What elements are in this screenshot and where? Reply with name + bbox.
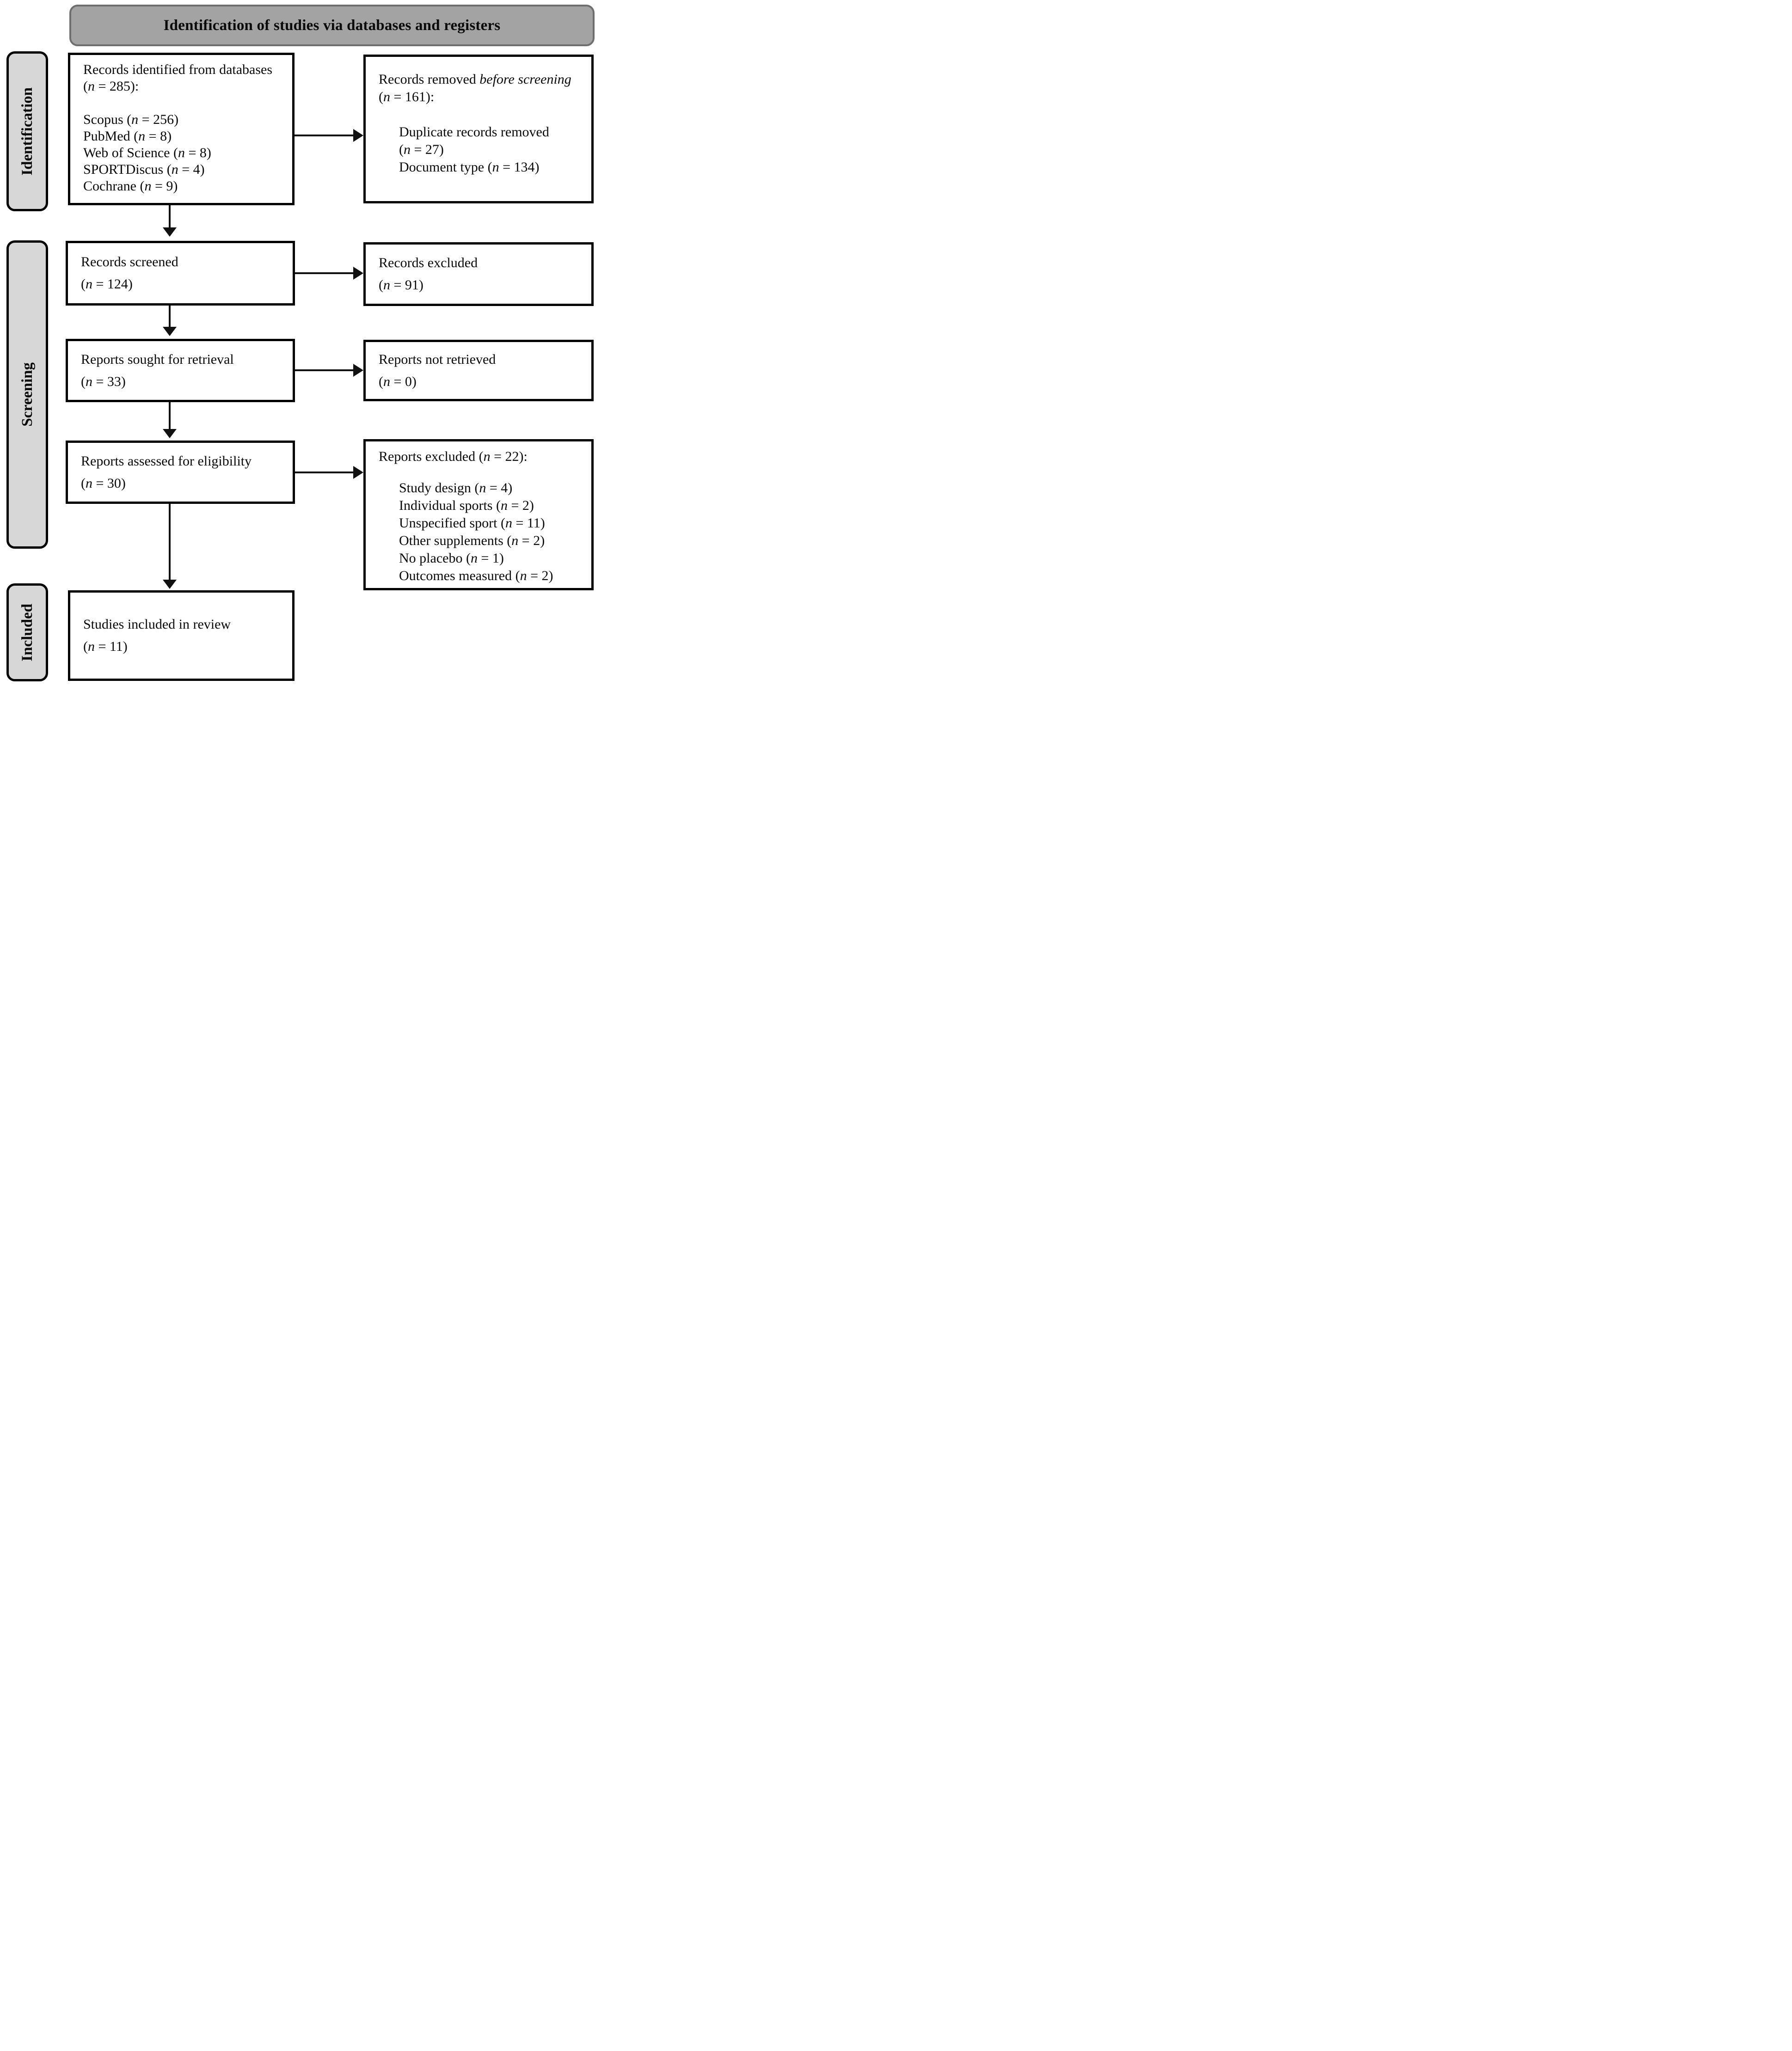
text-line: Records screened: [81, 254, 178, 269]
text-line: Records removed before screening: [379, 72, 571, 87]
text-line: Reports assessed for eligibility: [81, 453, 252, 469]
text-line: Studies included in review: [83, 617, 231, 632]
text-line: Cochrane (n = 9): [83, 178, 178, 194]
text-line: PubMed (n = 8): [83, 129, 172, 144]
arrow-down-head-icon: [163, 429, 177, 438]
text-line: Records identified from databases: [83, 62, 273, 77]
arrow-shaft: [169, 205, 171, 229]
arrow-right-head-icon: [353, 364, 363, 377]
text-line: Individual sports (n = 2): [399, 498, 534, 513]
box-records-excluded: Records excluded (n = 91): [363, 242, 594, 306]
stage-label-text: Included: [18, 603, 36, 661]
arrow-right-head-icon: [353, 129, 363, 142]
text-line: Unspecified sport (n = 11): [399, 515, 545, 531]
arrow-down-head-icon: [163, 227, 177, 237]
arrow-down-head-icon: [163, 327, 177, 336]
text-line: Study design (n = 4): [399, 480, 513, 496]
text-line: (n = 33): [81, 373, 126, 389]
text-line: No placebo (n = 1): [399, 551, 504, 566]
box-records-removed-before-screening: Records removed before screening (n = 161…: [363, 55, 594, 203]
text-line: Duplicate records removed: [399, 124, 549, 140]
arrow-right-head-icon: [353, 466, 363, 479]
arrow-screened-to-excluded: [295, 267, 363, 280]
arrow-shaft: [169, 306, 171, 329]
arrow-identified-to-screened: [163, 205, 177, 237]
text-line: Reports sought for retrieval: [81, 351, 234, 367]
box-reports-sought-for-retrieval: Reports sought for retrieval (n = 33): [66, 339, 295, 402]
text-line: (n = 27): [399, 142, 444, 157]
text-line: (n = 124): [81, 276, 133, 292]
arrow-shaft: [295, 471, 355, 473]
arrow-right-head-icon: [353, 267, 363, 280]
stage-label-text: Screening: [18, 362, 36, 427]
text-line: (n = 91): [379, 277, 423, 293]
arrow-assessed-to-included: [163, 504, 177, 589]
text-line: (n = 285):: [83, 79, 139, 94]
text-line: Records excluded: [379, 255, 478, 270]
box-reports-assessed-for-eligibility: Reports assessed for eligibility (n = 30): [66, 441, 295, 504]
arrow-assessed-to-excluded-reasons: [295, 466, 363, 479]
box-records-screened: Records screened (n = 124): [66, 241, 295, 306]
box-reports-not-retrieved: Reports not retrieved (n = 0): [363, 340, 594, 401]
arrow-identified-to-removed: [295, 129, 363, 142]
stage-label-identification: Identification: [6, 51, 48, 211]
text-line: Reports not retrieved: [379, 351, 496, 367]
arrow-sought-to-not-retrieved: [295, 364, 363, 377]
prisma-flow-diagram: Identification of studies via databases …: [0, 0, 597, 684]
text-line: Web of Science (n = 8): [83, 145, 211, 160]
diagram-title: Identification of studies via databases …: [163, 17, 501, 34]
arrow-shaft: [295, 272, 355, 274]
arrow-shaft: [295, 369, 355, 371]
text-line: (n = 11): [83, 639, 128, 654]
stage-label-text: Identification: [18, 87, 36, 176]
text-line: [379, 106, 587, 123]
arrow-shaft: [169, 504, 171, 582]
stage-label-included: Included: [6, 583, 48, 681]
box-studies-included-in-review: Studies included in review (n = 11): [68, 590, 295, 681]
box-records-identified: Records identified from databases (n = 28…: [68, 53, 295, 205]
text-line: Reports excluded (n = 22):: [379, 449, 528, 464]
arrow-screened-to-sought: [163, 306, 177, 336]
text-line: SPORTDiscus (n = 4): [83, 162, 205, 177]
arrow-shaft: [295, 135, 355, 136]
text-line: Other supplements (n = 2): [399, 533, 545, 548]
stage-label-screening: Screening: [6, 240, 48, 549]
box-reports-excluded-reasons: Reports excluded (n = 22): Study design (…: [363, 439, 594, 590]
text-line: (n = 161):: [379, 89, 435, 104]
text-line: (n = 30): [81, 475, 126, 491]
title-banner: Identification of studies via databases …: [69, 5, 595, 46]
text-line: Scopus (n = 256): [83, 112, 179, 127]
text-line: Outcomes measured (n = 2): [399, 568, 553, 583]
text-line: [83, 95, 288, 111]
arrow-sought-to-assessed: [163, 402, 177, 438]
text-line: (n = 0): [379, 373, 417, 389]
text-line: [379, 465, 587, 479]
arrow-down-head-icon: [163, 580, 177, 589]
arrow-shaft: [169, 402, 171, 431]
text-line: Document type (n = 134): [399, 159, 540, 175]
